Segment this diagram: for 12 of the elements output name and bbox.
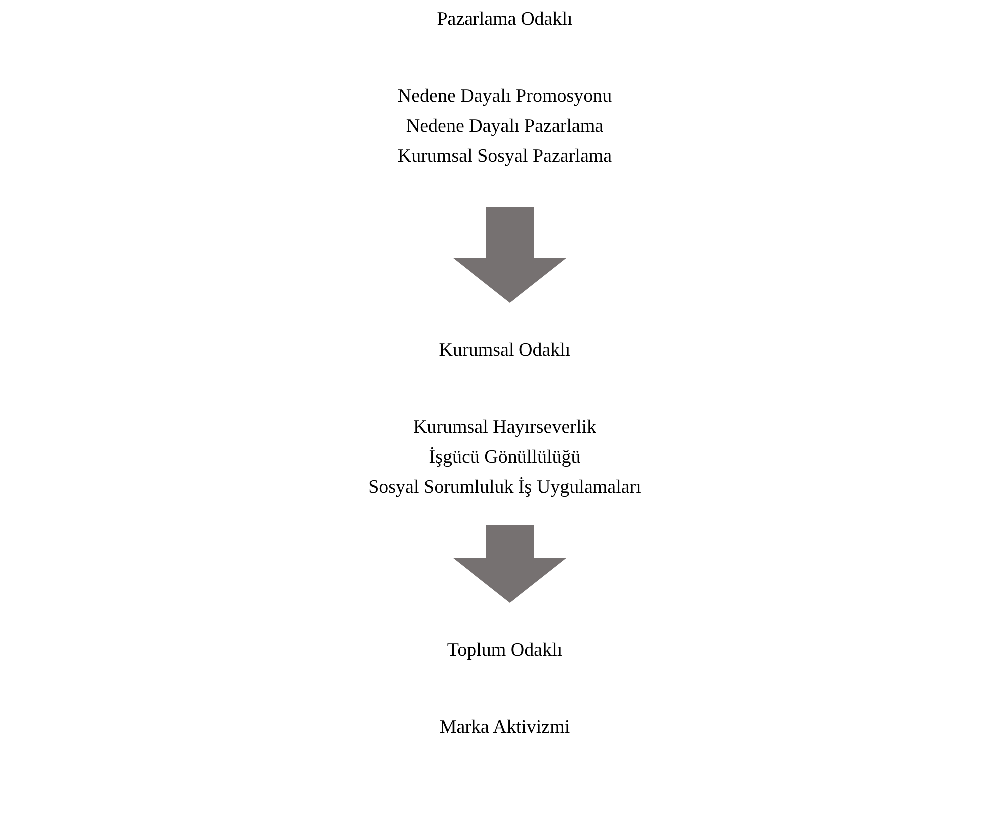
block-arrow [453,525,567,603]
group-heading: Pazarlama Odaklı [437,8,573,32]
list-item: Nedene Dayalı Promosyonu [398,85,612,109]
group-heading: Toplum Odaklı [447,639,563,663]
block-arrow [453,207,567,303]
list-item: Kurumsal Sosyal Pazarlama [398,145,612,169]
list-item: Nedene Dayalı Pazarlama [406,115,604,139]
list-item: Sosyal Sorumluluk İş Uygulamaları [368,476,642,500]
list-item: Marka Aktivizmi [440,716,570,740]
list-item: Kurumsal Hayırseverlik [413,416,597,440]
list-item: İşgücü Gönüllülüğü [429,446,581,470]
group-heading: Kurumsal Odaklı [439,339,571,363]
